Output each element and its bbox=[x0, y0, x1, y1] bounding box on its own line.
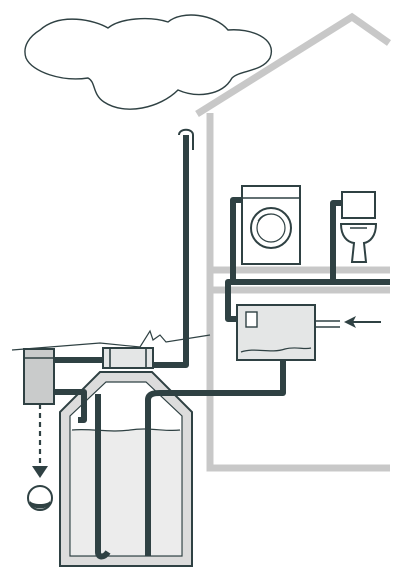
ground-line bbox=[11, 329, 211, 351]
house-outline-icon bbox=[195, 12, 392, 472]
rainwater-tank-icon bbox=[59, 371, 193, 567]
cloud-icon bbox=[24, 14, 273, 110]
pipe-network bbox=[54, 128, 390, 560]
washing-machine-icon bbox=[241, 185, 301, 265]
filter-box-icon bbox=[102, 347, 154, 369]
overflow-drain-arrow bbox=[32, 404, 48, 478]
tank-water bbox=[71, 430, 181, 555]
pump-control-unit-icon bbox=[236, 304, 340, 361]
overflow-box bbox=[23, 348, 55, 405]
toilet-icon bbox=[339, 191, 378, 263]
mains-water-arrow-icon bbox=[344, 316, 381, 328]
drain-icon bbox=[27, 485, 53, 511]
